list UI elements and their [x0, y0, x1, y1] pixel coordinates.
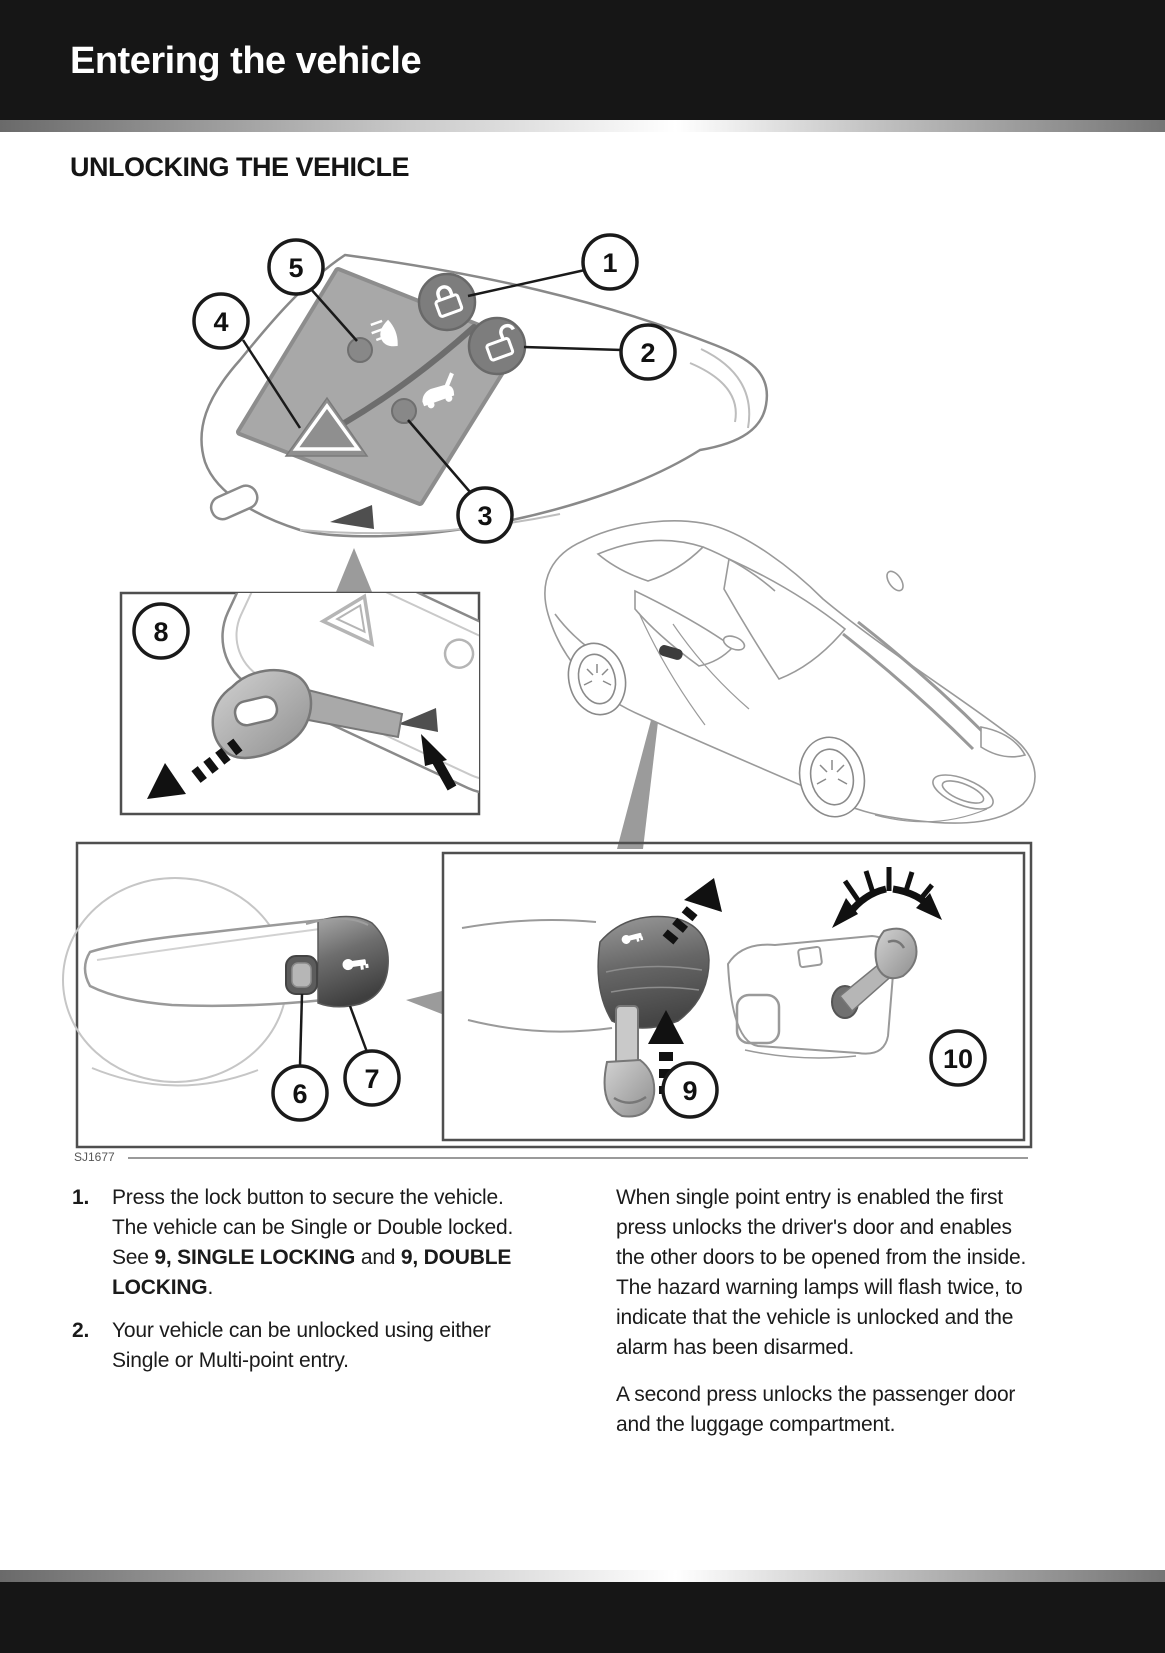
svg-text:10: 10 — [943, 1044, 973, 1074]
instruction-item-1: 1. Press the lock button to secure the v… — [72, 1183, 534, 1303]
item-text: Your vehicle can be unlocked using eithe… — [112, 1319, 491, 1372]
lock-button — [417, 272, 477, 332]
pull-arrow — [147, 737, 245, 799]
item-number: 1. — [72, 1186, 90, 1209]
pointer-to-inset — [336, 548, 372, 592]
right-column: When single point entry is enabled the f… — [616, 1183, 1040, 1457]
svg-text:1: 1 — [602, 248, 617, 278]
unlock-button — [467, 316, 527, 376]
callout-7: 7 — [343, 1049, 401, 1107]
lower-figure-box — [75, 841, 1033, 1149]
svg-text:4: 4 — [213, 307, 228, 337]
panel-door-handle — [62, 877, 454, 1087]
figure-rule — [128, 1157, 1028, 1159]
item-text: Press the lock button to secure the vehi… — [112, 1186, 514, 1299]
lift-arrow — [662, 878, 722, 945]
svg-text:5: 5 — [288, 253, 303, 283]
svg-text:8: 8 — [153, 617, 168, 647]
callout-3: 3 — [456, 486, 514, 544]
svg-text:3: 3 — [477, 501, 492, 531]
figure-code: SJ1677 — [74, 1150, 115, 1164]
header-bar: Entering the vehicle — [0, 0, 1165, 120]
section-title: UNLOCKING THE VEHICLE — [70, 152, 410, 182]
keyfob-illustration — [200, 253, 769, 592]
figure-keyfob-diagram: 1 2 3 4 5 8 6 7 9 10 — [62, 233, 1036, 1149]
item-number: 2. — [72, 1319, 90, 1342]
leader-lines — [298, 993, 369, 1067]
panel-cover-removal — [441, 851, 1026, 1142]
hazard-button — [284, 396, 369, 457]
paragraph-single-point: When single point entry is enabled the f… — [616, 1186, 1027, 1359]
callout-5: 5 — [267, 238, 325, 296]
headlamp-button — [347, 319, 398, 363]
callouts: 1 2 3 4 5 8 6 7 9 10 — [132, 233, 987, 1122]
callout-6: 6 — [271, 1064, 329, 1122]
boot-release-button — [391, 372, 455, 424]
svg-text:6: 6 — [292, 1079, 307, 1109]
lock-cylinder-area — [726, 867, 942, 1059]
handle-button — [285, 955, 318, 995]
footer-bar: 4 — [0, 1582, 1165, 1653]
emergency-key-blade — [211, 669, 404, 760]
instruction-list: 1. Press the lock button to secure the v… — [72, 1183, 534, 1389]
callout-1: 1 — [581, 233, 639, 291]
key-glyph — [342, 959, 369, 971]
callout-9: 9 — [661, 1061, 719, 1119]
callout-4: 4 — [192, 292, 250, 350]
blade-release-catch — [330, 505, 374, 529]
keyring-hole — [209, 484, 259, 521]
page-title: Entering the vehicle — [70, 40, 422, 82]
svg-text:9: 9 — [682, 1076, 697, 1106]
svg-text:2: 2 — [640, 338, 655, 368]
removed-cover — [597, 915, 710, 1029]
svg-text:7: 7 — [364, 1064, 379, 1094]
car-wheels — [567, 642, 866, 818]
footer-divider — [0, 1570, 1165, 1582]
callout-8: 8 — [132, 602, 190, 660]
car-illustration — [544, 520, 1036, 849]
callout-2: 2 — [619, 323, 677, 381]
instruction-item-2: 2. Your vehicle can be unlocked using ei… — [72, 1316, 534, 1376]
key-blade-lever — [603, 1005, 656, 1118]
callout-10: 10 — [929, 1029, 987, 1087]
press-arrow — [421, 734, 457, 791]
car-door-handle — [658, 645, 683, 660]
header-divider — [0, 120, 1165, 132]
leader-lines — [241, 268, 623, 493]
paragraph-second-press: A second press unlocks the passenger doo… — [616, 1383, 1016, 1436]
